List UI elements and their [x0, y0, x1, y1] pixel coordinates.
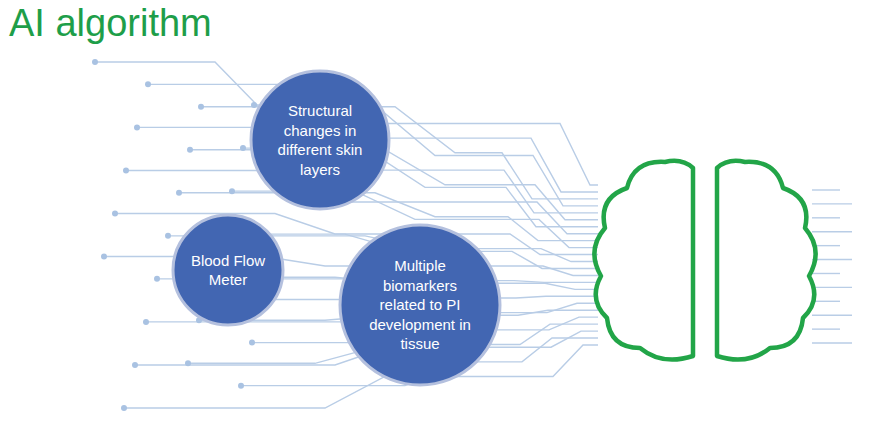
- circuit-dot: [238, 383, 244, 389]
- node-label: Structural changes in different skin lay…: [268, 101, 372, 179]
- circuit-dot: [123, 167, 129, 173]
- circuit-dot: [145, 81, 151, 87]
- slide-title: AI algorithm: [9, 2, 212, 45]
- circuit-line: [812, 189, 840, 190]
- circuit-dot: [143, 319, 149, 325]
- circuit-dot: [165, 233, 171, 239]
- circle-node: Blood Flow Meter: [171, 213, 285, 327]
- node-text-group: Multiple biomarkers related to PI develo…: [364, 256, 476, 354]
- node-label: Multiple biomarkers related to PI develo…: [364, 256, 476, 354]
- circuit-dot: [198, 104, 204, 110]
- circle-node: Structural changes in different skin lay…: [249, 69, 391, 211]
- circuit-dot: [134, 124, 140, 130]
- circuit-dot: [121, 405, 127, 411]
- circuit-line: [812, 217, 840, 218]
- circle-outline: [173, 215, 283, 325]
- brain-outline: [594, 161, 815, 360]
- circle-outline: [340, 225, 500, 385]
- circuit-line: [812, 203, 852, 204]
- circuit-line: [812, 259, 852, 260]
- circuit-dot: [187, 147, 193, 153]
- circle-node: Multiple biomarkers related to PI develo…: [338, 223, 502, 387]
- circuit-line: [812, 315, 852, 316]
- circuit-line: [812, 273, 840, 274]
- circuit-line: [812, 301, 840, 302]
- circuit-line: [812, 231, 852, 232]
- circuit-line: [812, 342, 852, 343]
- circuit-dot: [112, 210, 118, 216]
- node-text-group: Blood Flow Meter: [185, 251, 271, 290]
- node-text-group: Structural changes in different skin lay…: [268, 101, 372, 179]
- circuit-dot: [251, 102, 257, 108]
- circuit-dot: [176, 190, 182, 196]
- circuit-lines: [95, 62, 852, 408]
- circuit-dot: [92, 59, 98, 65]
- node-label: Blood Flow Meter: [185, 251, 271, 290]
- circle-shape: [249, 69, 391, 211]
- circuit-dot: [185, 360, 191, 366]
- circle-shape: [171, 213, 285, 327]
- circuit-line: [812, 328, 840, 329]
- circuit-dot: [229, 188, 235, 194]
- brain-left-lobe: [594, 161, 693, 360]
- circuit-dot: [154, 276, 160, 282]
- circuit-line: [812, 287, 852, 288]
- brain-right-lobe: [717, 161, 816, 360]
- circle-outline: [251, 71, 389, 209]
- circuit-dot: [240, 145, 246, 151]
- circuit-dot: [101, 254, 107, 260]
- circuit-dot: [132, 362, 138, 368]
- circuit-dot: [249, 340, 255, 346]
